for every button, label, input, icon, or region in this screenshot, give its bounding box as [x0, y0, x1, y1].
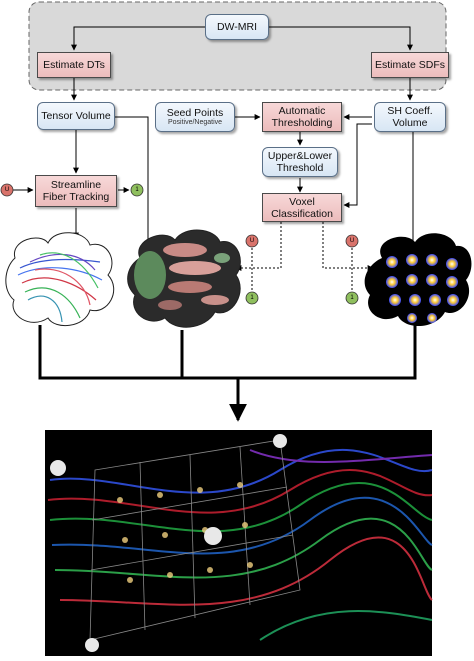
sdf-glyph-image — [364, 233, 472, 327]
tensor-glyph-image — [127, 229, 241, 328]
tensor-volume-node: Tensor Volume — [37, 102, 115, 130]
automatic-thresholding-node: Automatic Thresholding — [262, 102, 342, 132]
dw-mri-node: DW-MRI — [205, 14, 269, 40]
dotted-connectors — [235, 222, 374, 290]
combined-visualization-image — [45, 430, 433, 656]
fiber-tracking-image — [5, 232, 115, 326]
seed-points-node: Seed Points Positive/Negative — [155, 102, 235, 132]
estimate-dts-node: Estimate DTs — [37, 52, 111, 78]
estimate-sdfs-node: Estimate SDFs — [371, 52, 449, 78]
voxel-classification-node: Voxel Classification — [262, 193, 342, 222]
streamline-fiber-tracking-node: Streamline Fiber Tracking — [35, 175, 117, 207]
upper-lower-threshold-node: Upper&Lower Threshold — [262, 147, 338, 177]
sh-coeff-volume-node: SH Coeff. Volume — [374, 102, 446, 132]
merge-connectors — [38, 320, 417, 422]
input-panel — [28, 1, 447, 91]
connectors — [13, 26, 416, 251]
